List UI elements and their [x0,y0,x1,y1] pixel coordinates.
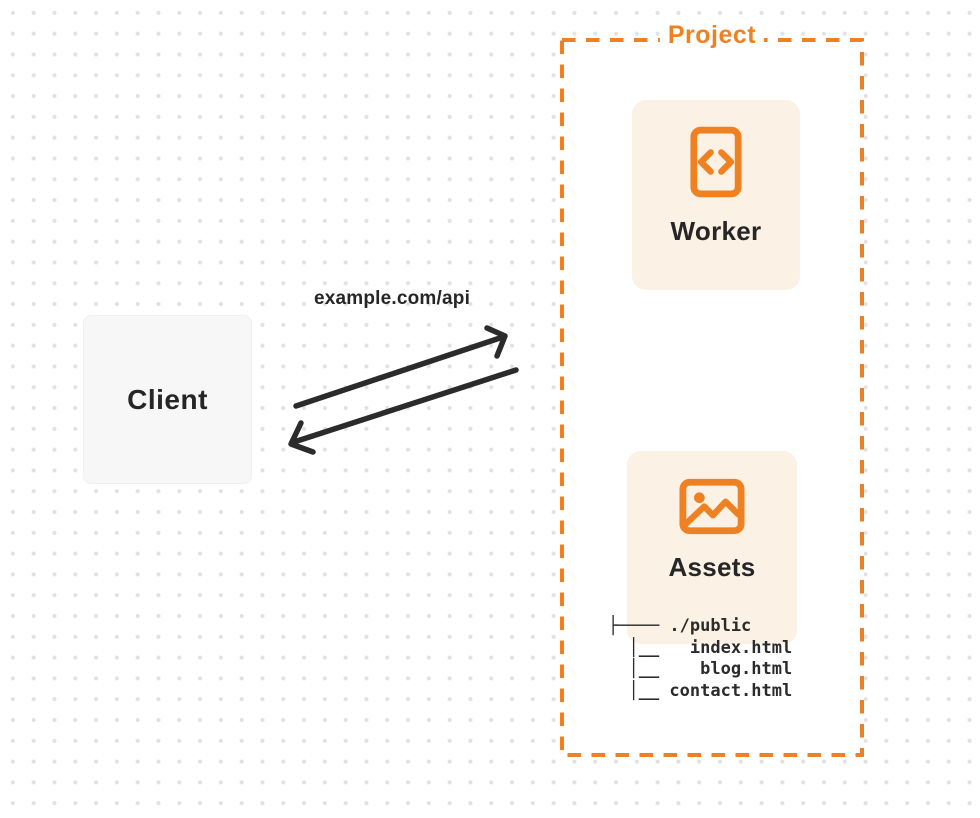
assets-card: Assets [627,451,797,644]
image-icon [679,478,745,535]
assets-label: Assets [668,552,756,582]
request-arrow [293,325,508,409]
request-url-label: example.com/api [313,288,471,309]
response-arrow [288,367,519,455]
code-file-icon [690,126,742,198]
assets-file-tree: ├──── ./public │__ index.html │__ blog.h… [608,616,793,701]
worker-label: Worker [670,216,762,246]
client-label: Client [127,383,208,415]
project-boundary: Project Worker [560,21,864,757]
client-node: Client [83,315,252,484]
project-title: Project [659,21,765,50]
worker-card: Worker [632,100,800,290]
